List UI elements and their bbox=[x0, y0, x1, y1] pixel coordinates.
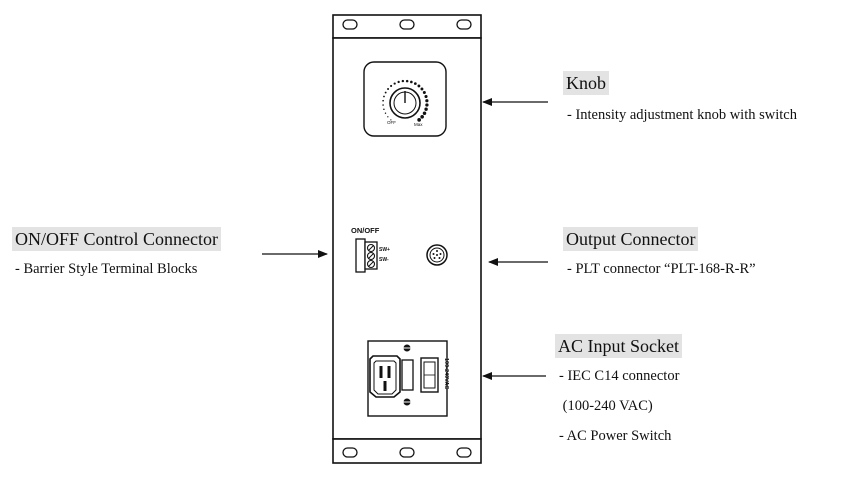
knob-scale-dot bbox=[382, 99, 384, 102]
ac-input-callout-line-3: - AC Power Switch bbox=[559, 428, 672, 444]
output-connector[interactable] bbox=[426, 244, 448, 266]
knob-max-label: Max bbox=[414, 122, 423, 127]
knob-scale-dot bbox=[387, 87, 390, 90]
on-off-callout-line-1: - Barrier Style Terminal Blocks bbox=[15, 261, 198, 277]
terminal-block-body bbox=[355, 238, 366, 273]
knob-scale-dot bbox=[397, 80, 400, 84]
output-connector-pins bbox=[432, 250, 442, 259]
output-connector-pin bbox=[436, 254, 438, 256]
knob-scale-dot bbox=[393, 82, 396, 85]
output-connector-pin bbox=[432, 253, 435, 255]
on-off-panel-label: ON/OFF bbox=[351, 226, 380, 235]
ac-power-switch[interactable] bbox=[420, 357, 439, 393]
knob-scale-dot bbox=[384, 91, 387, 94]
output-connector-pin bbox=[438, 257, 441, 259]
bottom-mounting-flange bbox=[332, 438, 482, 464]
output-connector-pin bbox=[433, 257, 436, 259]
knob-scale-dot bbox=[384, 112, 387, 114]
sw-minus-label: SW- bbox=[379, 257, 389, 263]
c14-pin-neutral bbox=[387, 366, 391, 378]
sw-plus-label: SW+ bbox=[379, 247, 390, 253]
output-callout-title: Output Connector bbox=[563, 227, 699, 251]
knob-scale-dot bbox=[401, 79, 405, 83]
knob-scale-dot bbox=[410, 80, 413, 84]
knob-scale-dot bbox=[387, 116, 389, 118]
knob-scale-dots bbox=[382, 79, 429, 122]
ac-input-callout-title: AC Input Socket bbox=[555, 334, 682, 358]
knob-scale-dot bbox=[383, 95, 385, 98]
knob-scale-dot bbox=[422, 91, 426, 95]
c14-pin-earth bbox=[383, 381, 387, 391]
ac-rating-label: 100-240VAC bbox=[443, 358, 449, 389]
on-off-terminal-block[interactable]: ON/OFF SW+ SW- bbox=[351, 226, 390, 273]
knob-scale-dot bbox=[390, 84, 393, 87]
top-mounting-flange bbox=[332, 14, 482, 39]
knob-scale-dot bbox=[425, 99, 429, 103]
knob-scale-dot bbox=[425, 103, 429, 107]
knob-scale-dot bbox=[417, 118, 421, 122]
knob-scale-dot bbox=[413, 82, 417, 85]
knob-scale-dot bbox=[382, 104, 384, 106]
knob-callout-title: Knob bbox=[563, 71, 609, 95]
knob-scale-dot bbox=[424, 107, 428, 111]
ac-input-module: 100-240VAC bbox=[367, 340, 449, 417]
output-connector-pin bbox=[439, 253, 442, 255]
knob-off-label: OFF bbox=[387, 120, 396, 125]
ac-input-callout-line-2: (100-240 VAC) bbox=[559, 398, 653, 414]
output-connector-pin bbox=[436, 250, 438, 252]
knob-scale-dot bbox=[405, 79, 409, 83]
on-off-callout-title: ON/OFF Control Connector bbox=[12, 227, 222, 251]
knob-scale-dot bbox=[420, 114, 424, 119]
knob-scale-dot bbox=[420, 87, 424, 91]
knob-scale-dot bbox=[417, 84, 421, 88]
knob-scale-dot bbox=[422, 111, 427, 115]
output-callout-line-1: - PLT connector “PLT-168-R-R” bbox=[567, 261, 756, 277]
c14-pin-line bbox=[379, 366, 383, 378]
ac-module-screw-bottom bbox=[403, 398, 411, 406]
knob-scale-dot bbox=[424, 94, 428, 99]
iec-c14-socket[interactable] bbox=[369, 355, 401, 398]
ac-module-screw-top bbox=[403, 344, 411, 352]
knob[interactable]: OFF Max bbox=[363, 61, 447, 137]
ac-input-callout-line-1: - IEC C14 connector bbox=[559, 368, 680, 384]
fuse-drawer[interactable] bbox=[401, 359, 414, 391]
knob-scale-dot bbox=[383, 108, 385, 110]
knob-callout-line-1: - Intensity adjustment knob with switch bbox=[567, 107, 797, 123]
knob-scale-dot bbox=[390, 119, 392, 121]
